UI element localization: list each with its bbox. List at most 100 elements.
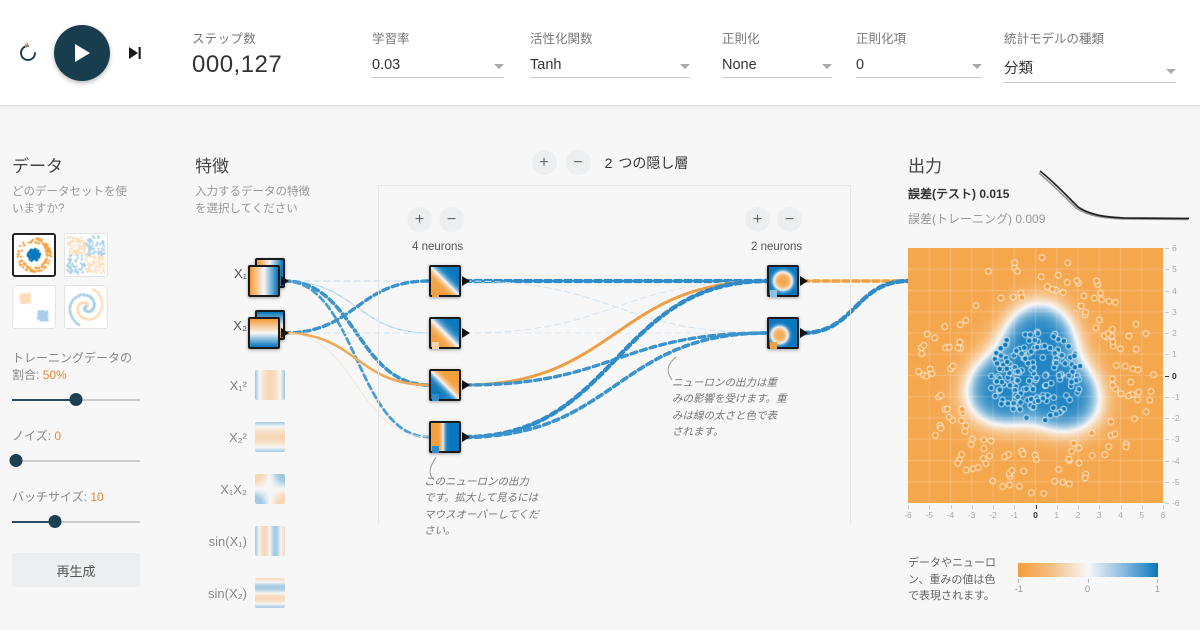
- feature-node[interactable]: [255, 526, 285, 556]
- x-tick-label: -2: [989, 510, 997, 520]
- y-tick-mark: [1165, 333, 1169, 334]
- y-tick-mark: [1165, 396, 1169, 398]
- input-node-x2[interactable]: [248, 317, 280, 349]
- feature-x1sq[interactable]: X₁²: [195, 370, 285, 400]
- regularization-rate-select[interactable]: 正則化項 0: [856, 28, 982, 78]
- regularization-rate-dropdown[interactable]: 0: [856, 57, 982, 78]
- remove-neuron-layer2-button[interactable]: −: [777, 207, 802, 232]
- dataset-thumb-spiral[interactable]: [64, 285, 108, 330]
- legend-tick-label: 1: [1155, 584, 1161, 594]
- y-tick-mark: [1165, 503, 1169, 504]
- weights-callout: ニューロンの出力は重みの影響を受けます。重みは線の太さと色で表されます。: [672, 377, 787, 438]
- slider-knob[interactable]: [9, 454, 23, 468]
- noise-value: 0: [54, 429, 62, 444]
- batch-size-slider-group: バッチサイズ: 10: [12, 488, 172, 529]
- neuron-l1-n4[interactable]: [429, 421, 461, 453]
- dataset-thumb-gauss[interactable]: [12, 285, 56, 330]
- y-tick-label: -1: [1172, 391, 1180, 402]
- output-heatmap[interactable]: [908, 248, 1163, 503]
- add-layer-button[interactable]: +: [531, 150, 557, 175]
- batch-size-slider[interactable]: [12, 515, 140, 529]
- x-tick-label: -3: [967, 510, 976, 520]
- input-node-x1[interactable]: [248, 265, 280, 297]
- regularization-dropdown[interactable]: None: [722, 57, 832, 78]
- add-neuron-layer1-button[interactable]: +: [407, 207, 432, 232]
- neuron-l1-n2[interactable]: [429, 317, 461, 349]
- feature-sinx1[interactable]: sin(X₁): [195, 526, 285, 556]
- regularization-rate-label: 正則化項: [856, 32, 907, 46]
- slider-knob[interactable]: [69, 393, 83, 407]
- feature-node[interactable]: [255, 474, 285, 504]
- neuron-l1-n3[interactable]: [429, 369, 461, 401]
- noise-slider[interactable]: [9, 454, 140, 468]
- step-forward-icon[interactable]: [120, 38, 150, 68]
- learning-rate-select[interactable]: 学習率 0.03: [372, 28, 504, 78]
- x-tick-mark: [1141, 505, 1143, 509]
- slider-fill: [12, 521, 55, 524]
- learning-rate-label: 学習率: [372, 32, 410, 46]
- output-title: 出力: [908, 157, 942, 176]
- feature-sinx2[interactable]: sin(X₂): [195, 578, 285, 608]
- chevron-down-icon: [972, 64, 982, 69]
- learning-rate-dropdown[interactable]: 0.03: [372, 57, 504, 78]
- feature-label: sin(X₁): [208, 533, 247, 549]
- problem-type-label: 統計モデルの種類: [1004, 32, 1105, 46]
- activation-select[interactable]: 活性化関数 Tanh: [530, 28, 690, 78]
- y-tick-mark: [1165, 439, 1169, 441]
- remove-neuron-layer1-button[interactable]: −: [439, 207, 464, 232]
- features-title: 特徴: [195, 157, 229, 176]
- toolbar: ステップ数 000,127 学習率 0.03 活性化関数 Tanh 正則化 No…: [0, 0, 1200, 106]
- x-tick-label: 0: [1033, 510, 1038, 520]
- problem-type-select[interactable]: 統計モデルの種類 分類: [1004, 28, 1176, 83]
- problem-type-value: 分類: [1004, 61, 1033, 77]
- layer1-neuron-count: 4 neurons: [412, 241, 464, 253]
- test-loss: 誤差(テスト) 0.015: [908, 185, 1193, 202]
- dataset-thumb-xor[interactable]: [64, 233, 108, 278]
- legend-description: データやニューロン、重みの値は色で表現されます。: [908, 557, 996, 602]
- x-tick-label: 4: [1118, 510, 1123, 520]
- regularization-label: 正則化: [722, 32, 760, 46]
- slider-fill: [12, 399, 76, 402]
- remove-layer-button[interactable]: −: [565, 150, 591, 175]
- y-tick-label: -3: [1172, 434, 1180, 445]
- chevron-down-icon: [494, 64, 504, 69]
- dataset-thumb-circle[interactable]: [12, 233, 56, 278]
- y-tick-label: 6: [1172, 243, 1177, 253]
- feature-node[interactable]: [255, 422, 285, 452]
- y-tick-mark: [1165, 460, 1169, 462]
- problem-type-dropdown[interactable]: 分類: [1004, 57, 1176, 83]
- play-icon[interactable]: [54, 25, 110, 81]
- data-panel-subtitle: どのデータセットを使 いますか?: [12, 186, 127, 215]
- feature-node[interactable]: [255, 578, 285, 608]
- neuron-l2-n2[interactable]: [767, 317, 799, 349]
- dataset-selector: [12, 233, 172, 330]
- add-neuron-layer2-button[interactable]: +: [745, 207, 770, 232]
- neuron-l1-n1[interactable]: [429, 265, 461, 297]
- y-tick-label: 0: [1172, 370, 1177, 381]
- y-tick-mark: [1165, 290, 1169, 292]
- regularization-rate-value: 0: [856, 57, 865, 73]
- feature-label: X₁²: [229, 377, 247, 393]
- neuron-l2-n1[interactable]: [767, 265, 799, 297]
- regenerate-button[interactable]: 再生成: [12, 553, 140, 588]
- reset-icon[interactable]: [10, 35, 46, 71]
- train-loss: 誤差(トレーニング) 0.009: [908, 210, 1193, 227]
- regularization-select[interactable]: 正則化 None: [722, 28, 832, 78]
- feature-x2sq[interactable]: X₂²: [195, 422, 285, 452]
- train-loss-label: 誤差(トレーニング): [908, 212, 1012, 226]
- y-tick-mark: [1165, 354, 1169, 356]
- x-tick-label: 3: [1096, 510, 1102, 520]
- y-tick-label: 3: [1172, 306, 1177, 317]
- network-frame: [378, 185, 851, 525]
- x-tick-label: -5: [925, 510, 934, 520]
- feature-x1x2[interactable]: X₁X₂: [195, 474, 285, 504]
- train-ratio-slider[interactable]: [12, 393, 140, 407]
- feature-node[interactable]: [255, 370, 285, 400]
- train-ratio-label: トレーニングデータの 割合: 50%: [12, 351, 133, 383]
- activation-dropdown[interactable]: Tanh: [530, 57, 690, 78]
- train-ratio-value: 50%: [42, 368, 67, 383]
- slider-knob[interactable]: [48, 515, 62, 529]
- layer2-neuron-count: 2 neurons: [751, 241, 803, 253]
